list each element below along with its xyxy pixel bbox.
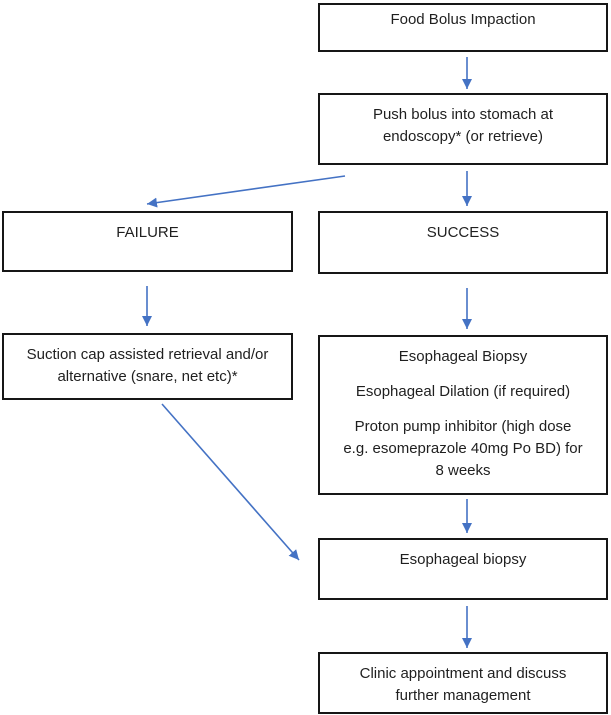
- node-line: alternative (snare, net etc)*: [57, 368, 238, 385]
- node-line: e.g. esomeprazole 40mg Po BD) for: [343, 440, 583, 457]
- node-line: endoscopy* (or retrieve): [382, 128, 544, 145]
- node-line: 8 weeks: [435, 462, 491, 479]
- paragraph-proton-pump-inhibitor: Proton pump inhibitor (high dose e.g. es…: [320, 416, 606, 482]
- node-line: Esophageal Biopsy: [398, 348, 528, 365]
- node-push-bolus: Push bolus into stomach at endoscopy* (o…: [318, 93, 608, 165]
- node-suction-cap-retrieval: Suction cap assisted retrieval and/or al…: [2, 333, 293, 400]
- node-line: Push bolus into stomach at: [372, 106, 554, 123]
- node-line: Esophageal Dilation (if required): [355, 383, 571, 400]
- paragraph-esophageal-dilation: Esophageal Dilation (if required): [320, 381, 606, 403]
- node-post-success-management: Esophageal Biopsy Esophageal Dilation (i…: [318, 335, 608, 495]
- paragraph-esophageal-biopsy: Esophageal Biopsy: [320, 346, 606, 368]
- node-line: Suction cap assisted retrieval and/or: [26, 346, 269, 363]
- node-line: further management: [395, 687, 531, 704]
- node-line: Food Bolus Impaction: [390, 11, 536, 28]
- node-line: Proton pump inhibitor (high dose: [354, 418, 572, 435]
- node-line: Esophageal biopsy: [399, 551, 527, 568]
- node-line: SUCCESS: [426, 224, 500, 241]
- node-clinic-appointment: Clinic appointment and discuss further m…: [318, 652, 608, 714]
- node-failure: FAILURE: [2, 211, 293, 272]
- node-success: SUCCESS: [318, 211, 608, 274]
- node-line: FAILURE: [116, 224, 179, 241]
- node-esophageal-biopsy: Esophageal biopsy: [318, 538, 608, 600]
- node-line: Clinic appointment and discuss: [359, 665, 567, 682]
- arrow-push-to-failure: [146, 175, 346, 208]
- node-food-bolus-impaction: Food Bolus Impaction: [318, 3, 608, 52]
- arrow-suction-to-biopsy: [161, 403, 300, 561]
